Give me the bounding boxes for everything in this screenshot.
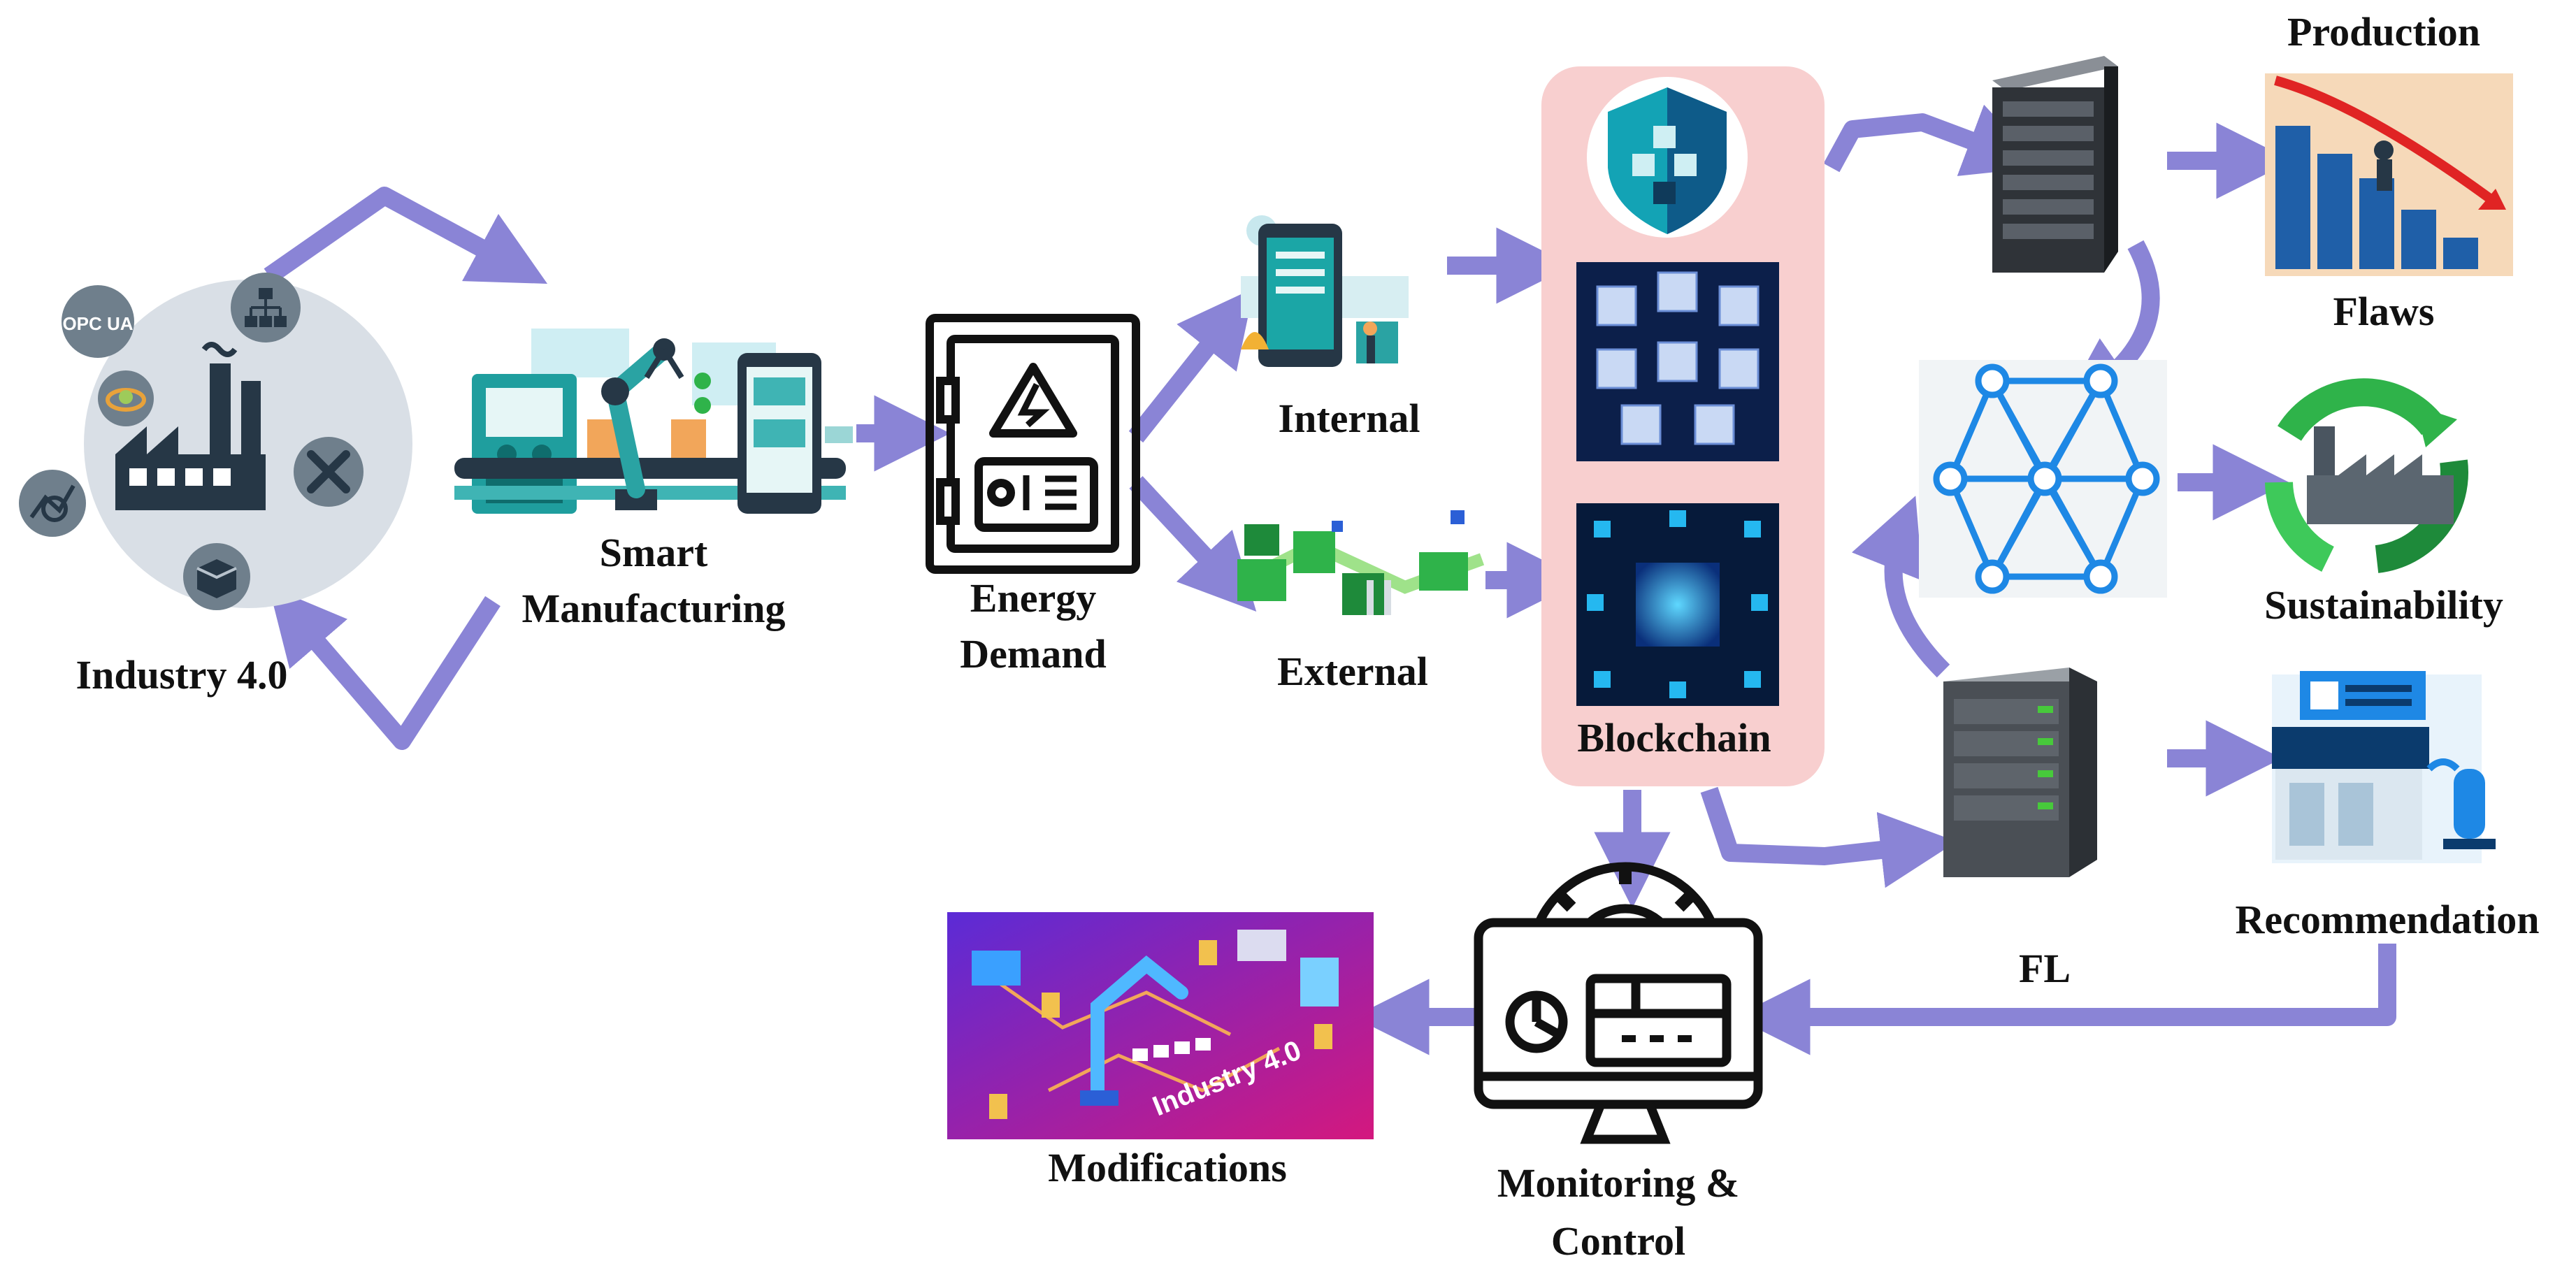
smart-manufacturing-group: Smart Manufacturing [454,329,853,631]
external-group: External [1237,510,1485,694]
declining-bar-chart-icon [2265,73,2513,276]
modifications-label: Modifications [1048,1145,1287,1190]
arrow-smart-to-industry [268,586,501,750]
energy-demand-group: Energy Demand [926,314,1140,677]
flaws-label: Flaws [2333,289,2435,334]
arrows [264,104,2396,1055]
opc-ua-badge: OPC UA [62,285,134,358]
recommendation-group: Recommendation [2236,671,2540,942]
production-group: Production Flaws [2265,9,2513,334]
industry-banner-image: Industry 4.0 [947,912,1374,1139]
arrow-server-tower-to-neural [1852,496,1950,678]
security-shield-icon [1587,77,1748,238]
monitoring-label-line1: Monitoring & [1497,1160,1739,1206]
gear-monitor-icon [1474,862,1763,1144]
production-label: Production [2287,9,2480,55]
water-plant-icon [2272,671,2496,863]
opc-ua-label: OPC UA [62,313,133,334]
smart-label-line2: Manufacturing [522,586,786,631]
server-tower-icon [1943,668,2097,877]
monitoring-label-line2: Control [1551,1218,1685,1264]
arrow-recommendation-to-monitoring [1734,944,2396,1055]
sustainability-group: Sustainability [2264,378,2503,628]
green-plant-icon [1237,510,1485,615]
blockchain-label: Blockchain [1577,715,1771,760]
package-icon [183,543,250,610]
tools-icon [294,437,364,507]
recycle-factory-icon [2265,378,2468,573]
industry-4-group: OPC UA Industry 4.0 [19,273,412,698]
gear-badge-icon [98,370,154,426]
analytics-icon [19,470,86,537]
cube-network-icon [1576,262,1779,461]
energy-label-line2: Demand [960,631,1106,677]
robot-arm-icon [454,329,853,514]
fl-label: FL [2019,946,2071,991]
smart-label-line1: Smart [600,530,708,575]
modifications-group: Industry 4.0 Modifications [947,912,1374,1190]
network-icon [231,273,301,342]
sustainability-label: Sustainability [2264,582,2503,628]
arrow-blockchain-to-tower [1700,786,1957,888]
server-rack-icon [1992,56,2118,273]
blockchain-group: Blockchain [1541,66,1825,786]
recommendation-label: Recommendation [2236,897,2540,942]
energy-label-line1: Energy [970,575,1096,621]
electrical-panel-icon [926,314,1140,574]
arrow-energy-to-external [1129,476,1257,612]
neural-network-icon [1919,360,2167,598]
factory-icon [115,363,266,510]
internal-label: Internal [1279,396,1420,441]
smartphone-app-icon [1241,215,1409,367]
arrow-blockchain-to-server [1823,104,2043,176]
external-label: External [1277,649,1428,694]
glowing-cube-icon [1576,503,1779,706]
arrow-energy-to-internal [1128,288,1254,443]
arrow-industry-to-smart [264,187,548,284]
monitoring-group: Monitoring & Control [1474,862,1763,1264]
industry-label: Industry 4.0 [76,652,288,698]
internal-group: Internal [1241,215,1420,441]
